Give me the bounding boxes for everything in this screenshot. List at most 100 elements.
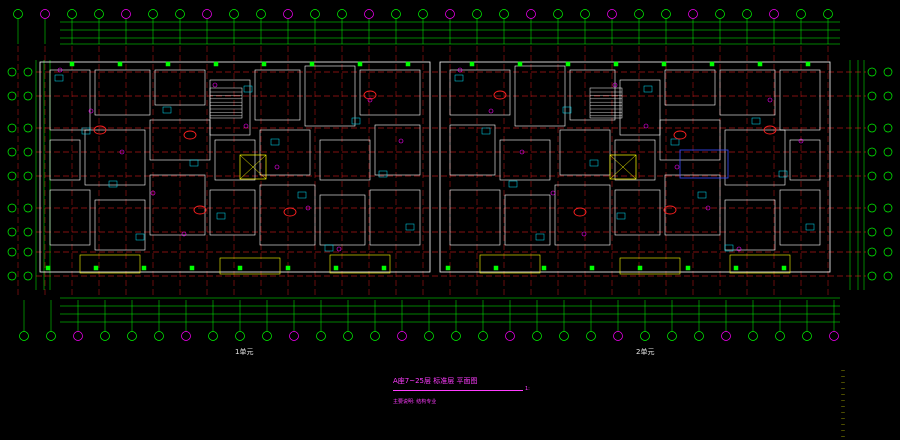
axis-bubble	[283, 9, 293, 19]
room-outline	[724, 129, 786, 186]
axis-bubble	[424, 331, 434, 341]
fixture	[643, 85, 653, 93]
axis-bubble	[883, 91, 893, 101]
side-axis-bubbles	[7, 67, 893, 281]
room-outline	[664, 174, 721, 236]
legend-item: —	[841, 434, 845, 439]
axis-bubble	[23, 247, 33, 257]
column	[69, 61, 75, 67]
section-marker	[763, 125, 777, 135]
axis-bubble	[721, 331, 731, 341]
axis-bubble	[7, 247, 17, 257]
axis-bubble	[256, 9, 266, 19]
axis-bubble	[289, 331, 299, 341]
room-outline	[724, 199, 776, 251]
column	[213, 61, 219, 67]
axis-bubble	[445, 9, 455, 19]
axis-bubble	[67, 9, 77, 19]
fixture	[481, 127, 491, 135]
room-outline	[49, 189, 91, 246]
column	[493, 265, 499, 271]
axis-bubble	[316, 331, 326, 341]
room-outline	[554, 184, 611, 246]
elevator-shaft	[609, 154, 637, 180]
axis-bubble	[23, 271, 33, 281]
balcony-outline	[479, 254, 541, 274]
fixture	[751, 117, 761, 125]
axis-bubble	[532, 331, 542, 341]
axis-bubble	[23, 91, 33, 101]
tag-marker	[150, 190, 156, 196]
title-underline	[393, 390, 523, 391]
axis-bubble	[823, 9, 833, 19]
fixture	[405, 223, 415, 231]
room-outline	[154, 69, 206, 106]
axis-bubble	[867, 171, 877, 181]
axis-bubble	[23, 227, 33, 237]
tag-marker	[519, 149, 525, 155]
column	[333, 265, 339, 271]
fixture	[378, 170, 388, 178]
column	[261, 61, 267, 67]
room-outline	[49, 139, 81, 181]
axis-bubble	[478, 331, 488, 341]
legend-item: —	[841, 398, 845, 403]
axis-bubble	[883, 67, 893, 77]
axis-bubble	[100, 331, 110, 341]
axis-bubble	[867, 247, 877, 257]
axis-bubble	[121, 9, 131, 19]
tag-marker	[57, 67, 63, 73]
section-marker	[493, 90, 507, 100]
tag-marker	[274, 164, 280, 170]
column	[637, 265, 643, 271]
elevator-cross	[609, 154, 637, 180]
axis-bubble	[23, 123, 33, 133]
column	[517, 61, 523, 67]
axis-bubble	[40, 9, 50, 19]
axis-bubble	[867, 123, 877, 133]
room-outline	[94, 69, 151, 116]
fixture	[216, 212, 226, 220]
title-block: A座7~25层 标准层 平面图 1: 主要说明: 结构专业	[393, 376, 530, 405]
column	[381, 265, 387, 271]
axis-bubble	[472, 9, 482, 19]
section-marker	[183, 130, 197, 140]
room-outline	[504, 194, 551, 246]
axis-bubble	[235, 331, 245, 341]
fixture	[243, 85, 253, 93]
axis-bubble	[796, 9, 806, 19]
plan-details	[45, 61, 815, 275]
axis-bubble	[802, 331, 812, 341]
axis-bubble	[883, 203, 893, 213]
column	[189, 265, 195, 271]
axis-bubble	[310, 9, 320, 19]
room-outline	[359, 69, 421, 116]
axis-bubble	[559, 331, 569, 341]
fixture	[162, 106, 172, 114]
axis-bubble	[640, 331, 650, 341]
unit-2-label: 2单元	[636, 348, 655, 356]
axis-bubble	[742, 9, 752, 19]
axis-bubble	[883, 123, 893, 133]
fixture	[589, 159, 599, 167]
axis-bubble	[883, 171, 893, 181]
unit-1-label: 1单元	[235, 348, 254, 356]
stair-outline	[209, 87, 243, 119]
axis-bubble	[613, 331, 623, 341]
tag-marker	[181, 231, 187, 237]
axis-bubble	[580, 9, 590, 19]
room-outline	[779, 189, 821, 246]
legend-item: —	[841, 386, 845, 391]
legend-item: —	[841, 416, 845, 421]
room-outline	[449, 124, 496, 176]
axis-bubble	[688, 9, 698, 19]
top-axis-bubbles	[13, 9, 839, 341]
column	[613, 61, 619, 67]
axis-bubble	[7, 123, 17, 133]
column	[565, 61, 571, 67]
legend-item: —	[841, 404, 845, 409]
axis-bubble	[667, 331, 677, 341]
column	[237, 265, 243, 271]
fixture	[189, 159, 199, 167]
balcony-outline	[329, 254, 391, 274]
